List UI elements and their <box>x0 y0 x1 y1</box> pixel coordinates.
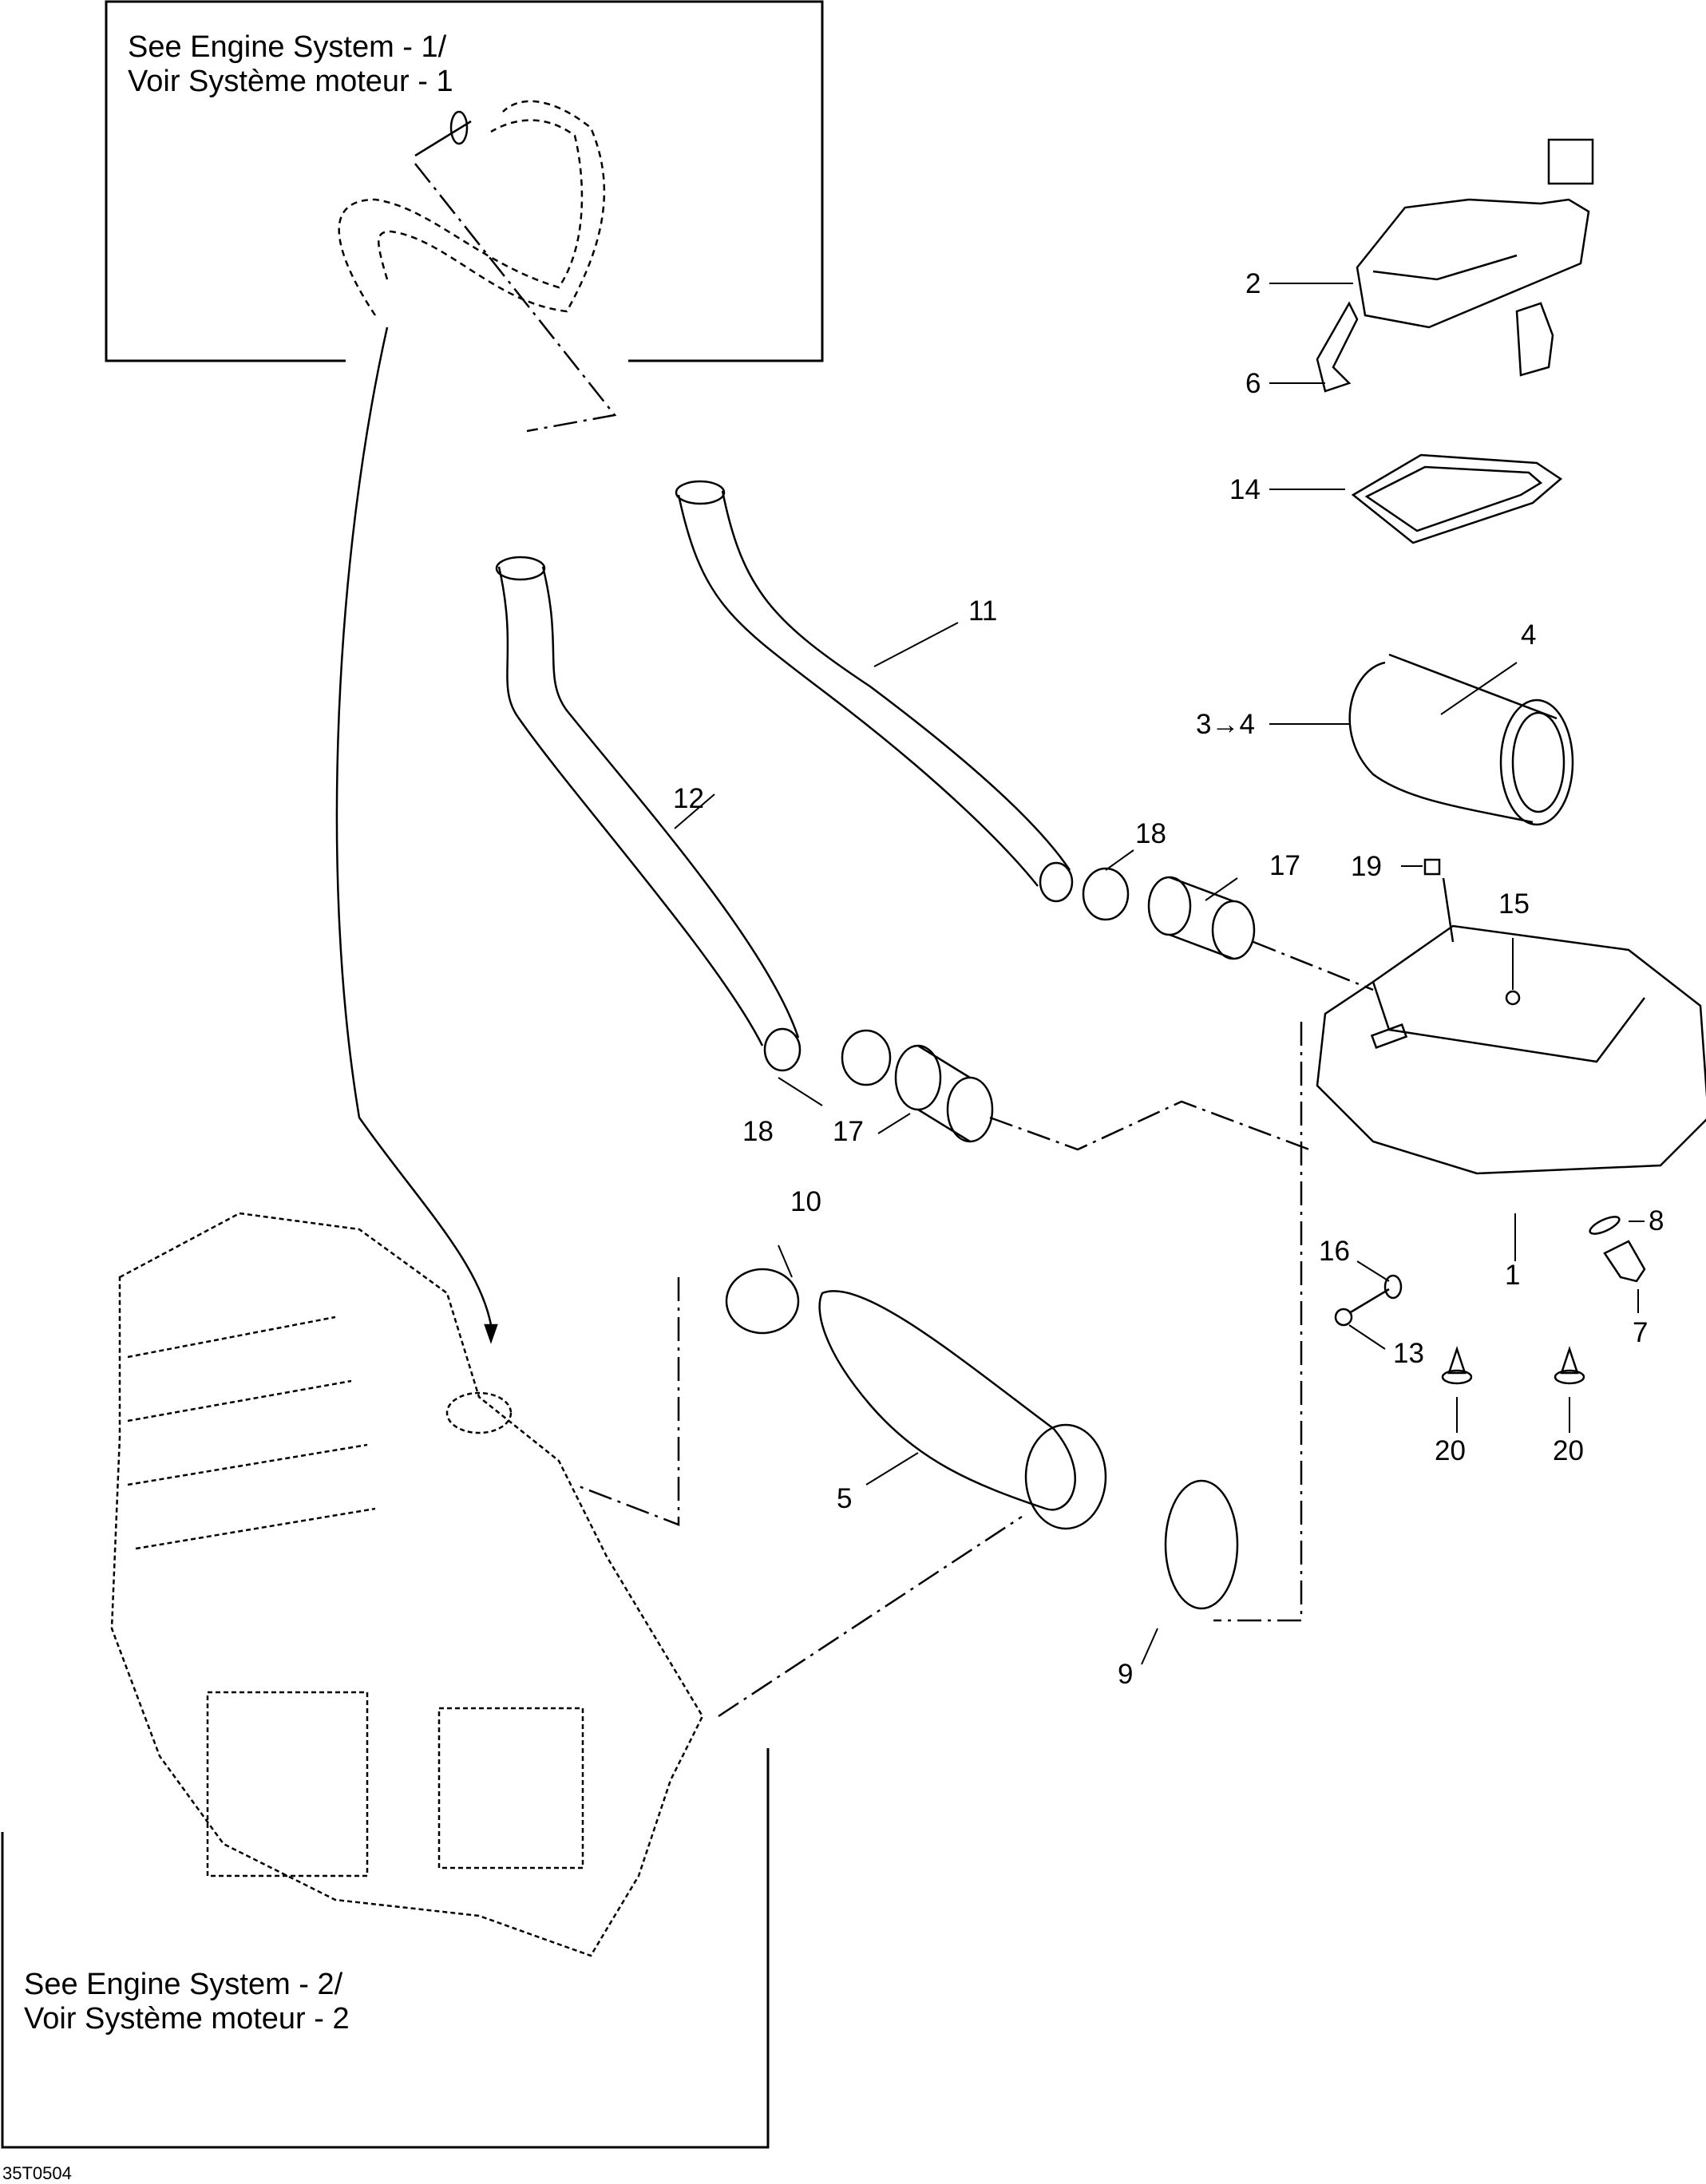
callout-10: 10 <box>790 1186 821 1217</box>
callout-3-to-4: 3→4 <box>1196 709 1255 740</box>
centerline-hose-12 <box>414 163 617 433</box>
reference-box-engine-2 <box>1 1748 770 2149</box>
airbox-1 <box>1316 924 1706 1175</box>
cap-19 <box>1423 858 1441 876</box>
clamp-18-lower <box>841 1029 892 1086</box>
reference-text-engine-2: See Engine System - 2/ Voir Système mote… <box>24 1968 350 2036</box>
reference-engine-1-fr: Voir Système moteur - 1 <box>128 64 453 98</box>
callout-19: 19 <box>1351 851 1382 882</box>
latch-6-left <box>1316 301 1359 393</box>
screw-20-right <box>1554 1346 1585 1385</box>
reference-box-engine-1 <box>105 0 824 362</box>
centerline-duct-outlet <box>718 1515 1023 1718</box>
latch-6-right <box>1515 302 1554 377</box>
coupler-17-upper <box>1147 876 1256 960</box>
clip-8 <box>1589 1216 1621 1235</box>
callout-1: 1 <box>1505 1260 1521 1291</box>
callout-9: 9 <box>1118 1659 1134 1690</box>
callout-7: 7 <box>1633 1317 1649 1348</box>
centerline-duct-engine <box>574 1277 680 1526</box>
centerline-lower <box>989 1100 1310 1151</box>
callout-11: 11 <box>968 595 998 627</box>
centerline-upper <box>1253 940 1374 991</box>
callout-5: 5 <box>837 1483 853 1514</box>
callout-8: 8 <box>1649 1205 1664 1236</box>
centerline-airbox-duct <box>1213 1022 1303 1622</box>
callout-15: 15 <box>1498 888 1530 920</box>
reference-engine-1-en: See Engine System - 1/ <box>128 30 447 64</box>
screw-20-left <box>1441 1346 1473 1385</box>
arrow-head-icon <box>484 1323 498 1344</box>
clamp-10 <box>725 1268 800 1335</box>
airbox-cover-2 <box>1356 198 1590 329</box>
bolt-13 <box>1334 1288 1390 1327</box>
engine-assembly <box>110 1212 704 1957</box>
callout-20-right: 20 <box>1553 1435 1584 1466</box>
callout-2: 2 <box>1245 268 1261 299</box>
hose-clamp-icon <box>449 110 469 145</box>
intake-duct-5 <box>818 1290 1107 1530</box>
coupler-17-lower <box>894 1044 994 1143</box>
reference-text-engine-1: See Engine System - 1/ Voir Système mote… <box>128 30 453 98</box>
cap-7 <box>1603 1240 1646 1283</box>
drawing-code: 35T0504 <box>2 2163 72 2183</box>
hose-12 <box>495 556 802 1072</box>
hose-11 <box>675 480 1074 903</box>
hose-clamp-line <box>414 120 472 157</box>
callout-17-lower: 17 <box>833 1116 864 1147</box>
callout-6: 6 <box>1245 368 1261 399</box>
callout-18-lower: 18 <box>742 1116 774 1147</box>
callout-16: 16 <box>1319 1236 1350 1267</box>
gasket-14 <box>1351 453 1563 544</box>
callout-14: 14 <box>1229 474 1261 505</box>
leader-19 <box>1442 877 1455 943</box>
reference-engine-2-fr: Voir Système moteur - 2 <box>24 2001 350 2036</box>
callout-4: 4 <box>1521 619 1537 651</box>
callout-12: 12 <box>673 783 704 814</box>
engine-hose-phantom <box>338 100 606 316</box>
air-filter-4 <box>1348 653 1574 826</box>
clamp-18-upper <box>1082 867 1130 921</box>
clamp-9 <box>1164 1479 1239 1610</box>
reference-engine-2-en: See Engine System - 2/ <box>24 1968 343 2001</box>
callout-13: 13 <box>1393 1338 1424 1369</box>
routing-arrow <box>335 326 493 1326</box>
washer-16 <box>1383 1274 1403 1300</box>
callout-18-upper: 18 <box>1135 818 1166 849</box>
callout-17-upper: 17 <box>1269 850 1300 881</box>
callout-20-left: 20 <box>1435 1435 1466 1466</box>
leader-lines <box>674 283 1645 1665</box>
cover-latch-top <box>1547 138 1594 185</box>
